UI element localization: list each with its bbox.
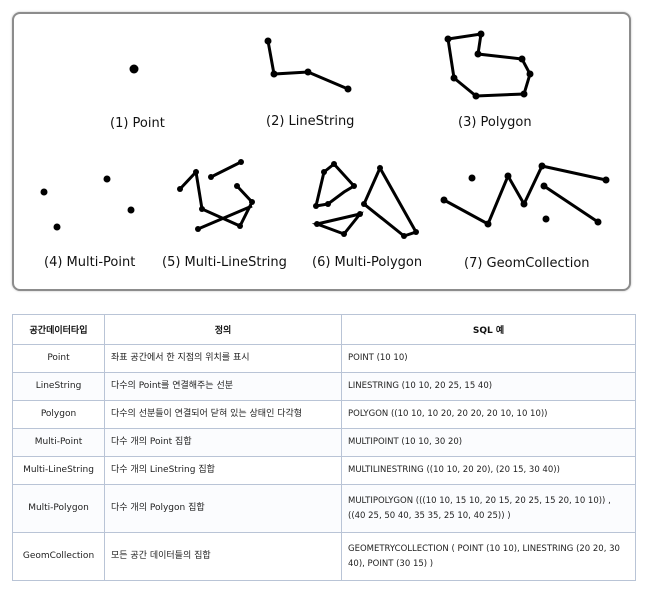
table-row: Multi-LineString 다수 개의 LineString 집합 MUL… (12, 456, 636, 485)
table-row: Multi-Polygon 다수 개의 Polygon 집합 MULTIPOLY… (12, 484, 636, 533)
sql-cell: POLYGON ((10 10, 10 20, 20 20, 20 10, 10… (341, 400, 636, 429)
point-geometry (129, 64, 139, 74)
sql-cell: POINT (10 10) (341, 344, 636, 373)
sql-cell: MULTIPOINT (10 10, 30 20) (341, 428, 636, 457)
linestring-geometry (264, 37, 352, 93)
table-row: Polygon 다수의 선분들이 연결되어 닫혀 있는 상태인 다각형 POLY… (12, 400, 636, 429)
header-sql-example: SQL 예 (341, 314, 636, 345)
sql-cell: GEOMETRYCOLLECTION ( POINT (10 10), LINE… (341, 532, 636, 581)
definition-cell: 좌표 공간에서 한 지점의 위치를 표시 (104, 344, 342, 373)
caption-multi-polygon: (6) Multi-Polygon (312, 255, 422, 270)
header-definition: 정의 (104, 314, 342, 345)
polygon-geometry (444, 30, 534, 100)
definition-cell: 다수 개의 Polygon 집합 (104, 484, 342, 533)
geometry-types-figure: (1) Point (2) LineString (3) Polygon (12, 12, 631, 291)
caption-multi-linestring: (5) Multi-LineString (162, 255, 287, 270)
definition-cell: 다수의 선분들이 연결되어 닫혀 있는 상태인 다각형 (104, 400, 342, 429)
table-row: Point 좌표 공간에서 한 지점의 위치를 표시 POINT (10 10) (12, 344, 636, 373)
sql-cell: LINESTRING (10 10, 20 25, 15 40) (341, 372, 636, 401)
type-cell: Polygon (12, 400, 105, 429)
caption-polygon: (3) Polygon (458, 115, 532, 130)
geomcollection-geometry (440, 162, 610, 228)
table-row: Multi-Point 다수 개의 Point 집합 MULTIPOINT (1… (12, 428, 636, 457)
type-cell: Multi-Point (12, 428, 105, 457)
definition-cell: 다수 개의 LineString 집합 (104, 456, 342, 485)
caption-geomcollection: (7) GeomCollection (464, 256, 590, 271)
multilinestring-geometry (177, 159, 255, 232)
caption-point: (1) Point (110, 116, 165, 131)
type-cell: Point (12, 344, 105, 373)
table-row: GeomCollection 모든 공간 데이터들의 집합 GEOMETRYCO… (12, 532, 636, 581)
table-header-row: 공간데이터타입 정의 SQL 예 (12, 314, 636, 345)
caption-linestring: (2) LineString (266, 114, 354, 129)
multipoint-geometry (40, 175, 135, 231)
type-cell: LineString (12, 372, 105, 401)
sql-cell: MULTILINESTRING ((10 10, 20 20), (20 15,… (341, 456, 636, 485)
type-cell: GeomCollection (12, 532, 105, 581)
caption-multi-point: (4) Multi-Point (44, 255, 135, 270)
sql-cell: MULTIPOLYGON (((10 10, 15 10, 20 15, 20 … (341, 484, 636, 533)
type-cell: Multi-LineString (12, 456, 105, 485)
definition-cell: 다수의 Point를 연결해주는 선분 (104, 372, 342, 401)
definition-cell: 모든 공간 데이터들의 집합 (104, 532, 342, 581)
spatial-types-table: 공간데이터타입 정의 SQL 예 Point 좌표 공간에서 한 지점의 위치를… (12, 314, 636, 581)
definition-cell: 다수 개의 Point 집합 (104, 428, 342, 457)
header-type: 공간데이터타입 (12, 314, 105, 345)
table-row: LineString 다수의 Point를 연결해주는 선분 LINESTRIN… (12, 372, 636, 401)
multipolygon-geometry (311, 161, 419, 239)
type-cell: Multi-Polygon (12, 484, 105, 533)
geometry-illustration: (1) Point (2) LineString (3) Polygon (40, 30, 610, 271)
